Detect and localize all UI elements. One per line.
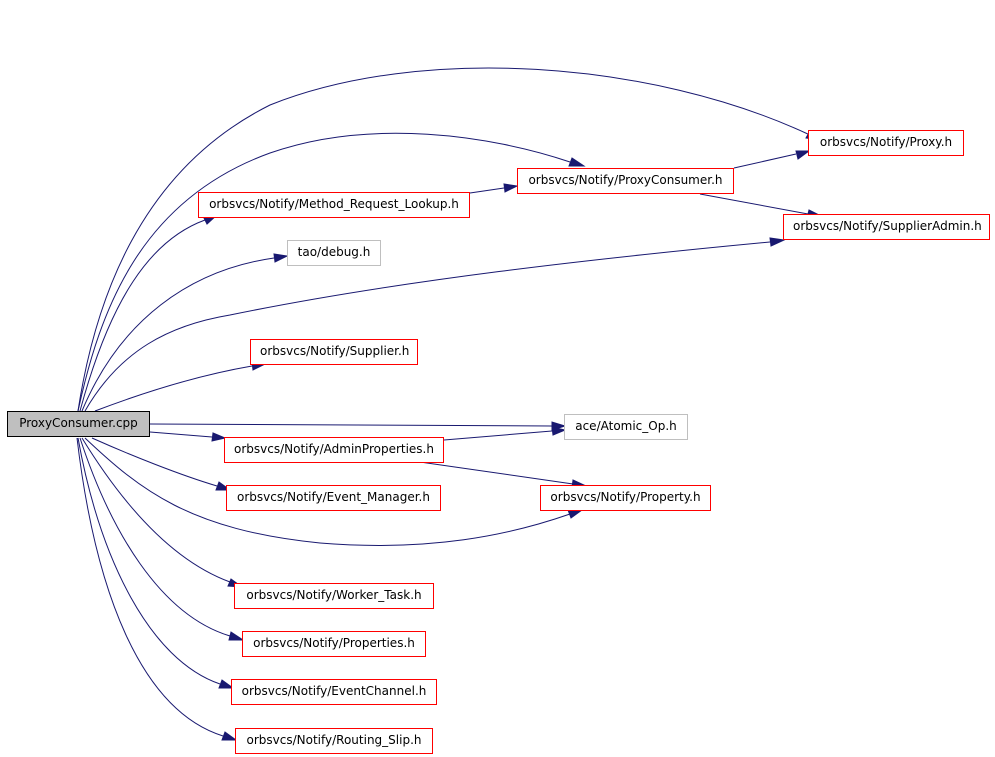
node-atomic-op-h[interactable]: ace/Atomic_Op.h <box>564 414 688 440</box>
node-proxy-h[interactable]: orbsvcs/Notify/Proxy.h <box>808 130 964 156</box>
node-routing-slip-h[interactable]: orbsvcs/Notify/Routing_Slip.h <box>235 728 433 754</box>
edge-root-to-supplier <box>94 365 253 412</box>
arrowhead-pc-proxy <box>795 150 811 160</box>
node-proxyconsumer-h[interactable]: orbsvcs/Notify/ProxyConsumer.h <box>517 168 734 194</box>
node-event-manager-h[interactable]: orbsvcs/Notify/Event_Manager.h <box>226 485 441 511</box>
node-supplieradmin-h[interactable]: orbsvcs/Notify/SupplierAdmin.h <box>783 214 990 240</box>
edge-root-to-supplieradmin <box>84 241 771 412</box>
arrowhead-tao-debug <box>273 253 289 263</box>
node-method-request-lookup-h[interactable]: orbsvcs/Notify/Method_Request_Lookup.h <box>198 192 470 218</box>
edge-root-to-atomic-op <box>149 423 553 427</box>
arrowhead-eventchannel <box>218 679 235 689</box>
arrowhead-mrl-proxyconsumer <box>503 183 519 193</box>
edge-proxyconsumer-to-supplieradmin <box>699 193 809 215</box>
edge-adminproperties-to-property <box>419 461 574 485</box>
arrowhead-property-root <box>567 509 584 519</box>
arrowhead-routing-slip <box>221 731 238 741</box>
edge-root-to-properties <box>79 437 231 637</box>
edge-root-to-tao-debug <box>81 257 275 412</box>
edge-root-to-method-request-lookup <box>79 219 206 412</box>
edge-root-to-property <box>84 437 571 546</box>
node-tao-debug-h[interactable]: tao/debug.h <box>287 240 381 266</box>
edge-root-to-proxyconsumer <box>77 132 571 412</box>
edge-root-to-routing-slip <box>76 437 224 737</box>
arrowhead-ap-atomic-op <box>551 426 567 436</box>
arrowhead-properties <box>228 631 245 641</box>
node-eventchannel-h[interactable]: orbsvcs/Notify/EventChannel.h <box>231 679 437 705</box>
node-worker-task-h[interactable]: orbsvcs/Notify/Worker_Task.h <box>234 583 434 609</box>
edge-method-request-lookup-to-proxyconsumer <box>469 187 505 194</box>
edge-root-to-worker-task <box>81 437 231 583</box>
node-proxyconsumer-cpp[interactable]: ProxyConsumer.cpp <box>7 411 150 437</box>
edge-root-to-proxy <box>77 67 811 412</box>
node-adminproperties-h[interactable]: orbsvcs/Notify/AdminProperties.h <box>224 437 444 463</box>
node-supplier-h[interactable]: orbsvcs/Notify/Supplier.h <box>250 339 418 365</box>
arrowhead-supplieradmin <box>769 237 786 247</box>
edge-root-to-event-manager <box>91 437 218 487</box>
arrowhead-proxyconsumer <box>568 157 586 167</box>
edge-proxyconsumer-to-proxy <box>733 153 797 169</box>
edge-root-to-eventchannel <box>77 437 221 685</box>
node-properties-h[interactable]: orbsvcs/Notify/Properties.h <box>242 631 426 657</box>
node-property-h[interactable]: orbsvcs/Notify/Property.h <box>540 485 711 511</box>
edge-adminproperties-to-atomic-op <box>443 430 553 441</box>
arrowhead-adminproperties <box>211 432 227 442</box>
edge-root-to-adminproperties <box>149 431 213 438</box>
